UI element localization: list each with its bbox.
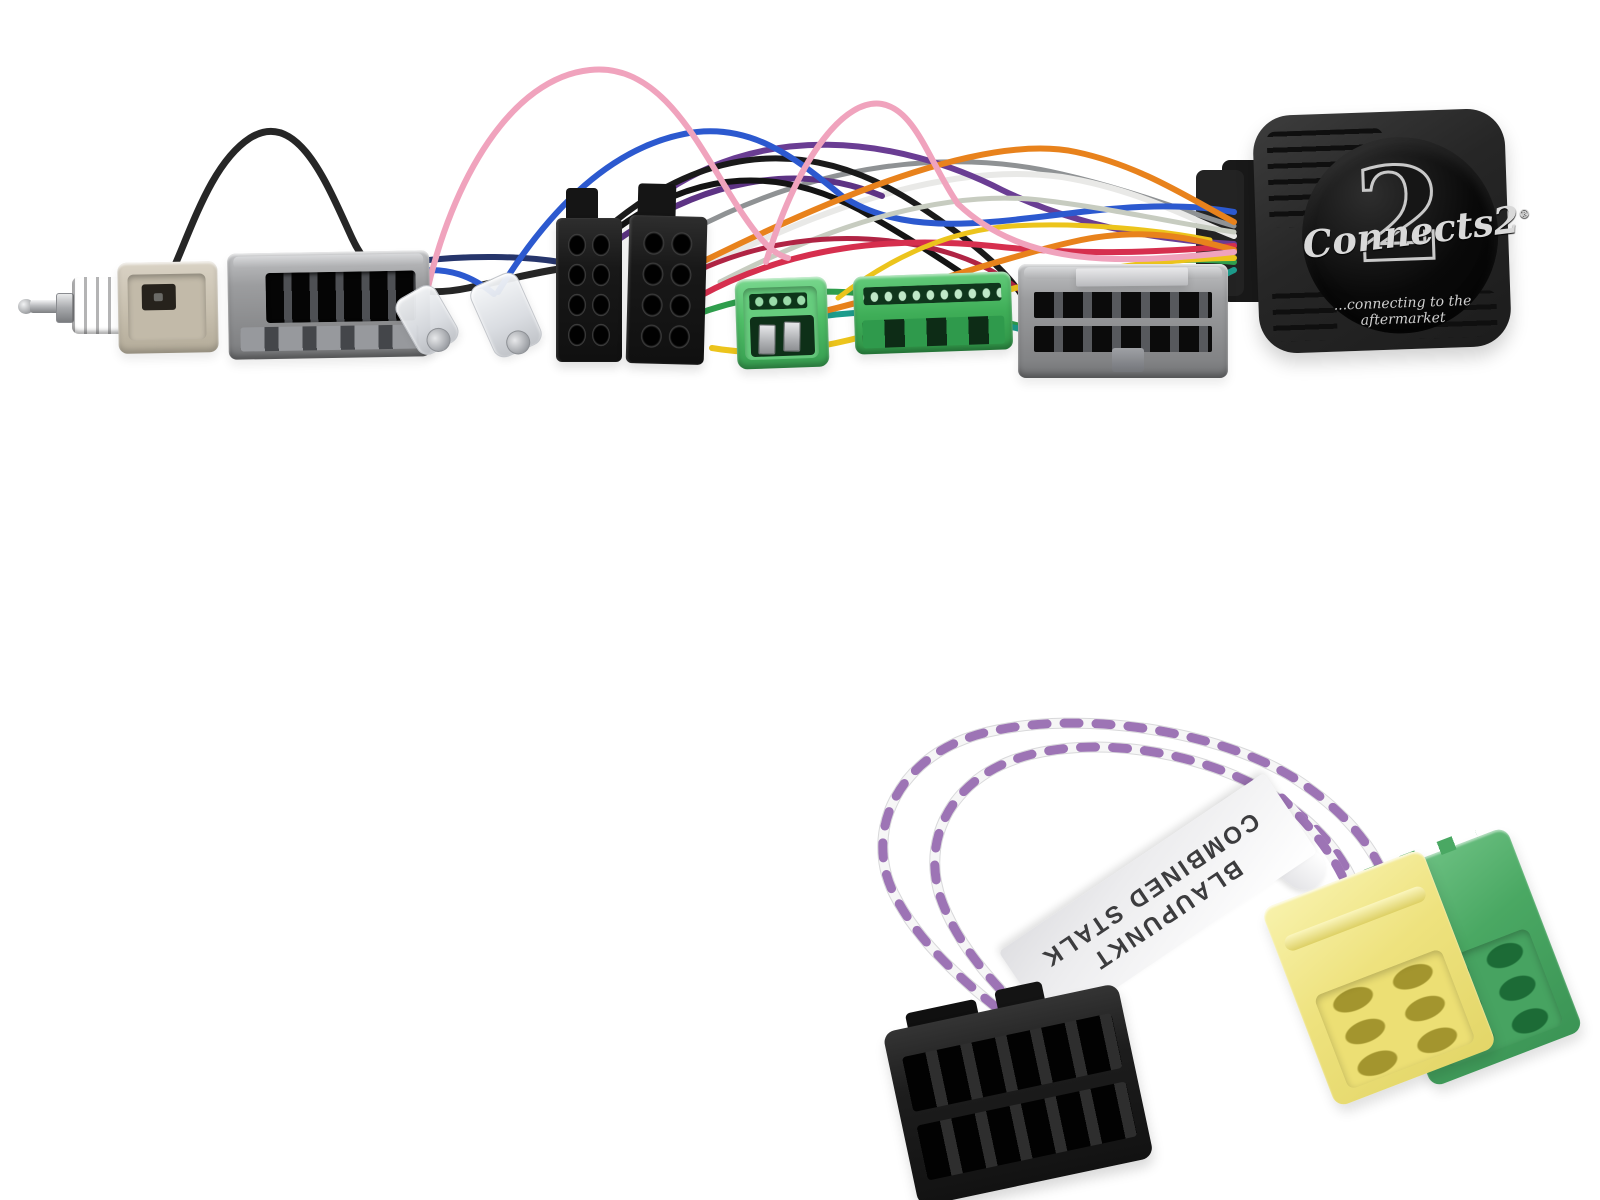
- pin-slot: [863, 282, 1002, 306]
- iso-pin-holes: [636, 227, 697, 355]
- connector-label-strip: [1075, 267, 1189, 287]
- pin-slot: [748, 292, 808, 311]
- green-connector-small: [734, 276, 830, 370]
- iso-body: [556, 218, 622, 362]
- wire-black: [595, 155, 1025, 299]
- iso-pin-holes: [565, 230, 613, 352]
- aerial-plug-collar: [56, 293, 74, 323]
- grey-vehicle-connector-right: [1018, 264, 1228, 378]
- wire-yellow-high: [835, 222, 1213, 301]
- tail-yellow-purple: [1277, 793, 1351, 889]
- iso-connector-1: [556, 188, 622, 362]
- pin-row-lower: [1034, 326, 1212, 352]
- beige-connector-socket: [141, 283, 177, 311]
- metal-blade-2: [783, 321, 801, 352]
- wire-orange-top: [703, 145, 1237, 263]
- connector-top-face: [233, 253, 424, 269]
- wire-red: [697, 239, 1237, 299]
- green-connector-large: [852, 271, 1014, 355]
- loop-outer-purple: [878, 718, 1389, 1053]
- molex-12pin-black: [881, 977, 1155, 1200]
- beige-connector: [117, 261, 219, 354]
- wire-pink-arc2: [763, 100, 1237, 265]
- connector-teeth: [862, 315, 1006, 349]
- wire-navy: [417, 254, 563, 265]
- beige-connector-pin: [153, 293, 163, 302]
- stalk-twisted-loop: [877, 717, 1390, 1056]
- iso-body: [625, 214, 708, 365]
- iso-connector-2: [625, 183, 709, 365]
- connector-teeth: [240, 324, 419, 352]
- wire-black-short: [615, 177, 993, 295]
- keying-tab: [1112, 348, 1144, 372]
- wire-white: [697, 170, 1237, 273]
- wire-pink-arc1: [423, 66, 791, 299]
- pin-row-upper: [1034, 292, 1212, 318]
- pin-window: [265, 270, 417, 324]
- metal-blade-1: [758, 324, 776, 355]
- mini-iso-ridge: [1282, 884, 1429, 953]
- wire-blue: [495, 128, 1237, 295]
